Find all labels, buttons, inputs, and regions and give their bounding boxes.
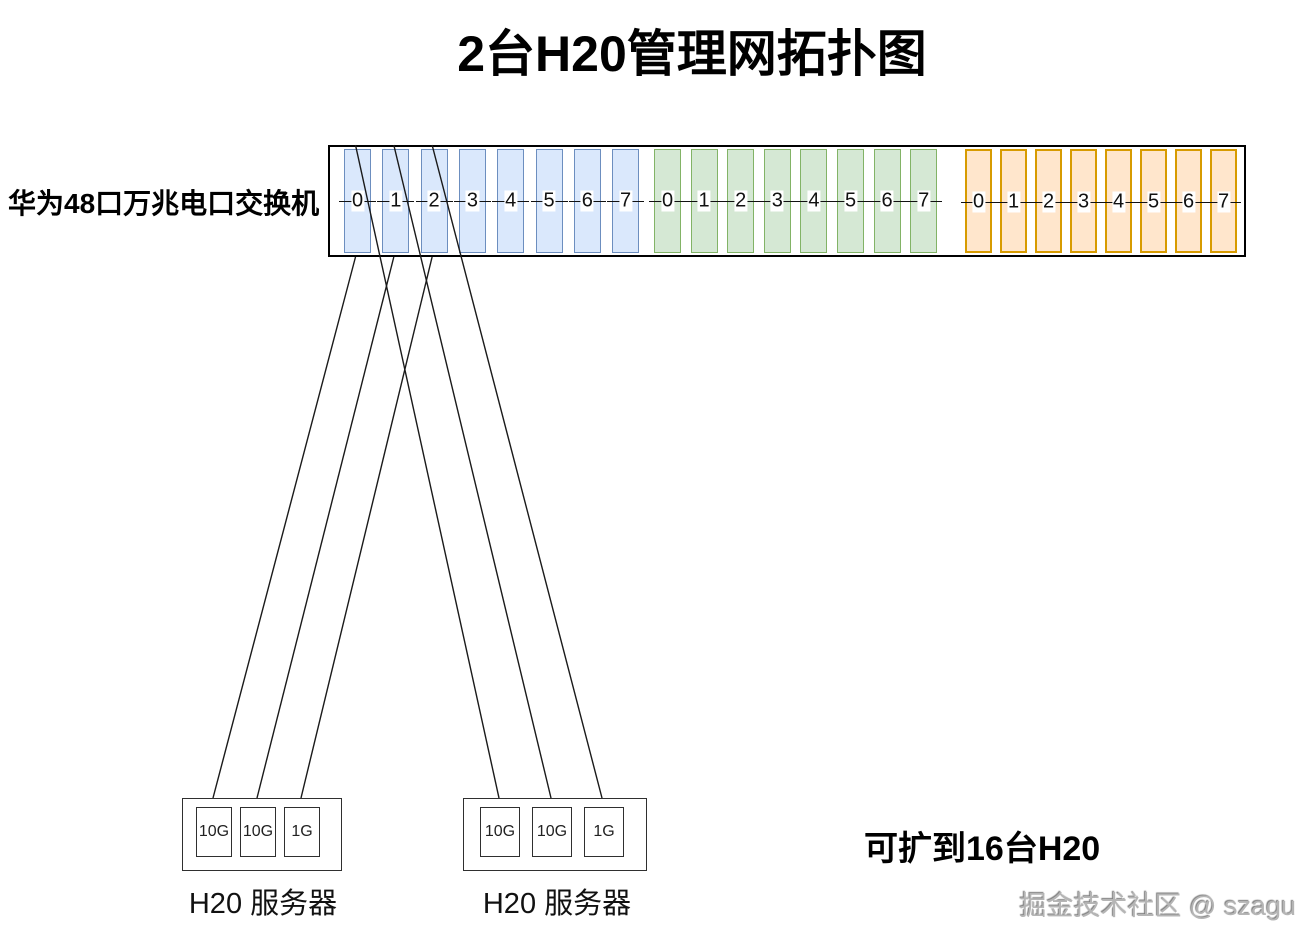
port-number: 7 [1216, 190, 1231, 213]
port-number: 1 [1006, 190, 1021, 213]
switch-port-orange-port-group-4: 4 [1101, 149, 1136, 253]
switch-port-blue-port-group-6: 6 [568, 149, 606, 253]
port-number: 0 [971, 190, 986, 213]
port-number: 6 [580, 189, 594, 212]
switch-port-orange-port-group-5: 5 [1136, 149, 1171, 253]
port-number: 1 [697, 189, 711, 212]
port-number: 5 [542, 189, 556, 212]
switch-port-blue-port-group-0: 0 [339, 149, 376, 253]
port-number: 3 [465, 189, 479, 212]
switch-port-blue-port-group-7: 7 [607, 149, 645, 253]
port-number: 3 [1076, 190, 1091, 213]
switch-port-orange-port-group-1: 1 [996, 149, 1031, 253]
switch-port-orange-port-group-3: 3 [1066, 149, 1101, 253]
port-number: 5 [843, 189, 858, 212]
switch-port-orange-port-group-2: 2 [1031, 149, 1066, 253]
switch-label: 华为48口万兆电口交换机 [8, 188, 320, 219]
port-number: 1 [389, 189, 403, 212]
switch-port-orange-port-group-6: 6 [1171, 149, 1206, 253]
server1-port-10g-a: 10G [196, 807, 232, 857]
port-number: 4 [504, 189, 518, 212]
server-box-1: 10G 10G 1G [182, 798, 342, 871]
switch-port-green-port-group-0: 0 [649, 149, 686, 253]
connection-line [256, 256, 395, 799]
switch-port-blue-port-group-1: 1 [377, 149, 415, 253]
port-number: 5 [1146, 190, 1161, 213]
port-number: 7 [619, 189, 633, 212]
server1-label: H20 服务器 [188, 888, 338, 920]
watermark: 掘金技术社区 @ szagu [1019, 891, 1296, 921]
switch-port-green-port-group-6: 6 [868, 149, 906, 253]
server-box-2: 10G 10G 1G [463, 798, 647, 871]
connection-line [212, 256, 357, 799]
switch-port-green-port-group-1: 1 [685, 149, 723, 253]
server1-port-10g-b: 10G [240, 807, 276, 857]
server2-port-1g: 1G [584, 807, 624, 857]
port-number: 2 [734, 189, 748, 212]
port-number: 0 [350, 189, 365, 212]
switch-port-blue-port-group-5: 5 [530, 149, 568, 253]
switch-port-blue-port-group-4: 4 [492, 149, 530, 253]
expand-note: 可扩到16台H20 [864, 830, 1101, 868]
port-number: 4 [1111, 190, 1126, 213]
diagram-title: 2台H20管理网拓扑图 [457, 26, 927, 82]
switch-port-orange-port-group-7: 7 [1206, 149, 1241, 253]
server1-port-1g: 1G [284, 807, 320, 857]
switch-port-orange-port-group-0: 0 [961, 149, 996, 253]
port-number: 2 [427, 189, 441, 212]
port-number: 6 [880, 189, 894, 212]
switch-port-blue-port-group-2: 2 [415, 149, 453, 253]
server2-label: H20 服务器 [482, 888, 632, 920]
switch-port-green-port-group-2: 2 [722, 149, 760, 253]
switch-port-green-port-group-3: 3 [758, 149, 796, 253]
server2-port-10g-b: 10G [532, 807, 572, 857]
port-number: 4 [807, 189, 821, 212]
switch-port-green-port-group-4: 4 [795, 149, 833, 253]
port-number: 0 [660, 189, 675, 212]
switch-port-green-port-group-7: 7 [905, 149, 943, 253]
port-number: 6 [1181, 190, 1196, 213]
port-number: 7 [917, 189, 931, 212]
switch-port-green-port-group-5: 5 [832, 149, 869, 253]
port-number: 3 [770, 189, 784, 212]
switch-port-blue-port-group-3: 3 [453, 149, 491, 253]
server2-port-10g-a: 10G [480, 807, 520, 857]
port-number: 2 [1041, 190, 1056, 213]
connection-line [300, 256, 433, 799]
